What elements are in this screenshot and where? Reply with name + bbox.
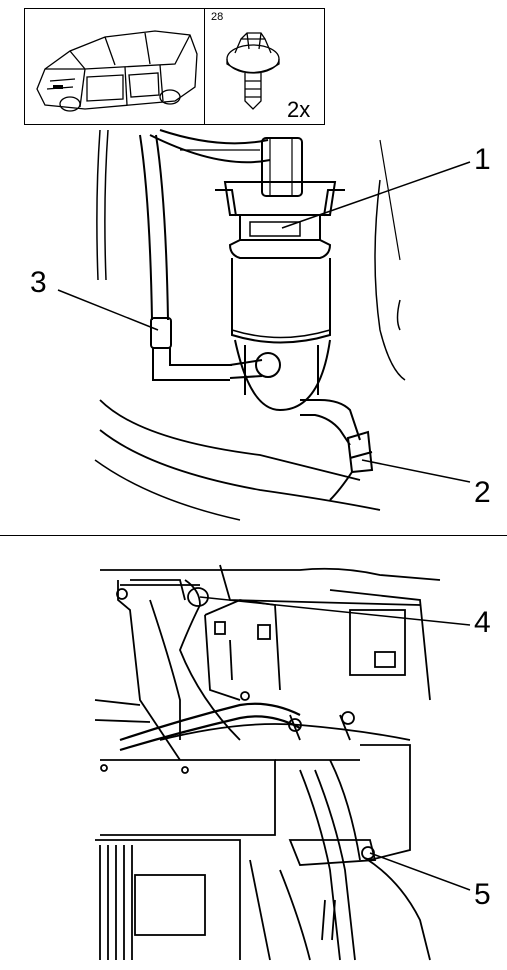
vehicle-locator-inset (24, 8, 207, 125)
fastener-inset: 28 2x (204, 8, 325, 125)
callout-5: 5 (474, 878, 491, 911)
part-number-label: 28 (211, 11, 224, 23)
section-divider (0, 535, 507, 536)
washer-pump-illustration (57, 129, 471, 521)
callout-1: 1 (474, 143, 491, 176)
quantity-label: 2x (287, 97, 311, 122)
vehicle-outline-icon (36, 30, 198, 112)
push-rivet-icon (226, 32, 280, 110)
callout-2: 2 (474, 476, 491, 509)
callout-4: 4 (474, 606, 491, 639)
callout-3: 3 (30, 266, 47, 299)
